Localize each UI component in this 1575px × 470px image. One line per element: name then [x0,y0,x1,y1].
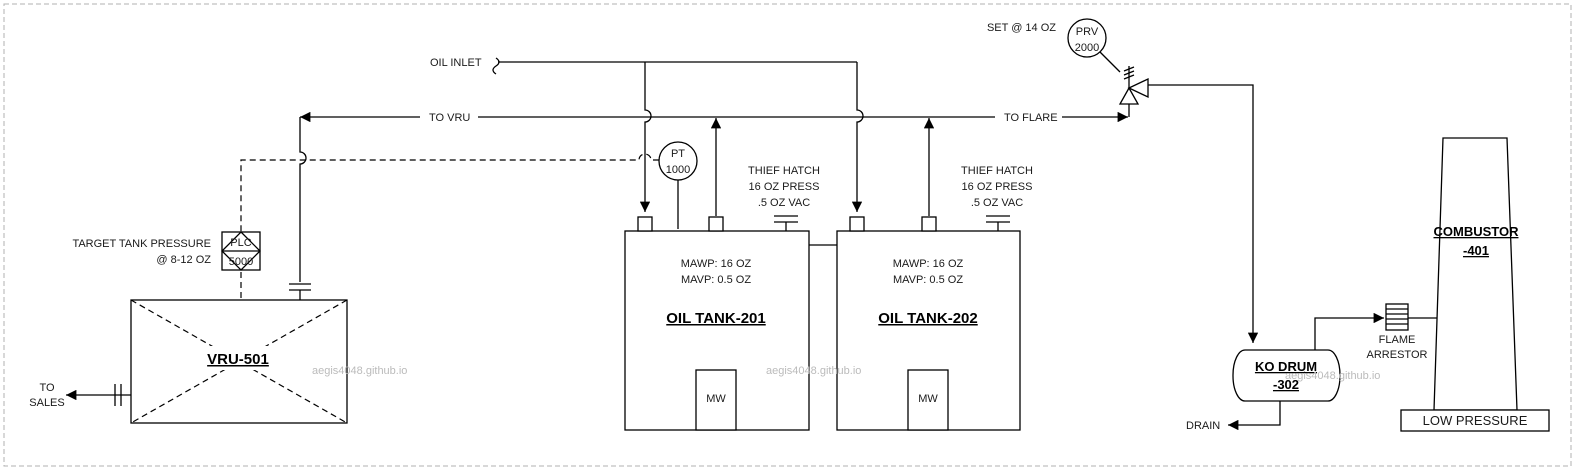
tank-201-hatch-label-2: 16 OZ PRESS [749,181,820,193]
tank-202-mavp: MAVP: 0.5 OZ [893,274,963,286]
inlet-line-tank-201 [639,62,652,212]
ko-drum-line1: KO DRUM [1255,359,1317,374]
oil-tank-201: MAWP: 16 OZ MAVP: 0.5 OZ OIL TANK-201 MW [624,215,810,431]
combustor-line1: COMBUSTOR [1434,224,1520,239]
prv-outlet-line [1148,84,1259,343]
pt-tag: PT [671,148,685,160]
tank-201-mavp: MAVP: 0.5 OZ [681,274,751,286]
tank-201-hatch-label-3: .5 OZ VAC [758,197,810,209]
to-vru-label: TO VRU [429,112,470,124]
oil-inlet-label: OIL INLET [430,57,482,69]
target-pressure-label-1: TARGET TANK PRESSURE [72,238,211,250]
target-pressure-label-2: @ 8-12 OZ [156,254,211,266]
pt-1000: PT 1000 [658,141,698,229]
inlet-line-tank-202 [851,62,864,212]
combustor-base-label: LOW PRESSURE [1423,413,1528,428]
tank-202-mawp: MAWP: 16 OZ [893,258,964,270]
tank-201-mawp: MAWP: 16 OZ [681,258,752,270]
prv-tag: PRV [1076,26,1099,38]
pt-number: 1000 [666,164,690,176]
tank-202-hatch-label-1: THIEF HATCH [961,165,1033,177]
tank-202-hatch-label-3: .5 OZ VAC [971,197,1023,209]
tank-201-manway-label: MW [706,393,726,405]
watermark-1: aegis4048.github.io [312,365,407,377]
tank-202-name: OIL TANK-202 [878,310,977,327]
vru-name: VRU-501 [207,351,269,368]
vru-501: VRU-501 [130,299,348,424]
watermark-2: aegis4048.github.io [766,365,861,377]
vru-suction-line [299,117,307,282]
oil-tank-202: MAWP: 16 OZ MAVP: 0.5 OZ OIL TANK-202 MW [836,215,1021,431]
plc-5000: PLC 5000 [221,231,261,271]
tank-201-vapor-nozzle [708,216,724,232]
ko-drum-line2: -302 [1273,377,1299,392]
tank-202-inlet-nozzle [849,216,865,232]
to-sales-label-1: TO [39,382,55,394]
to-flare-label: TO FLARE [1004,112,1058,124]
tank-202-manway-label: MW [918,393,938,405]
drain-line [1228,401,1281,431]
tank-202-hatch-label-2: 16 OZ PRESS [962,181,1033,193]
tank-202-vapor-nozzle [921,216,937,232]
combustor-line2: -401 [1463,243,1489,258]
diagram-border [3,3,1572,467]
control-signal-line [240,153,659,232]
tank-201-inlet-nozzle [637,216,653,232]
combustor-401: COMBUSTOR -401 LOW PRESSURE [1400,137,1550,432]
tank-202-manway [907,369,949,431]
prv-number: 2000 [1075,42,1099,54]
prv-2000: PRV 2000 [1067,18,1149,117]
pipe-break-symbol [492,57,500,75]
set-pressure-label: SET @ 14 OZ [987,22,1056,34]
ko-drum-outlet-line [1314,312,1384,350]
tank-201-manway [695,369,737,431]
plc-tag: PLC [230,237,251,249]
drain-label: DRAIN [1186,420,1220,432]
tank-201-name: OIL TANK-201 [666,310,765,327]
watermark-3: aegis4048.github.io [1285,370,1380,382]
ko-drum-302: KO DRUM -302 [1232,349,1341,402]
to-sales-label-2: SALES [29,397,64,409]
tank-201-hatch-label-1: THIEF HATCH [748,165,820,177]
flame-arrestor [1385,303,1409,331]
flame-arrestor-label-1: FLAME [1379,334,1416,346]
flame-arrestor-label-2: ARRESTOR [1367,349,1428,361]
plc-number: 5000 [229,256,253,268]
